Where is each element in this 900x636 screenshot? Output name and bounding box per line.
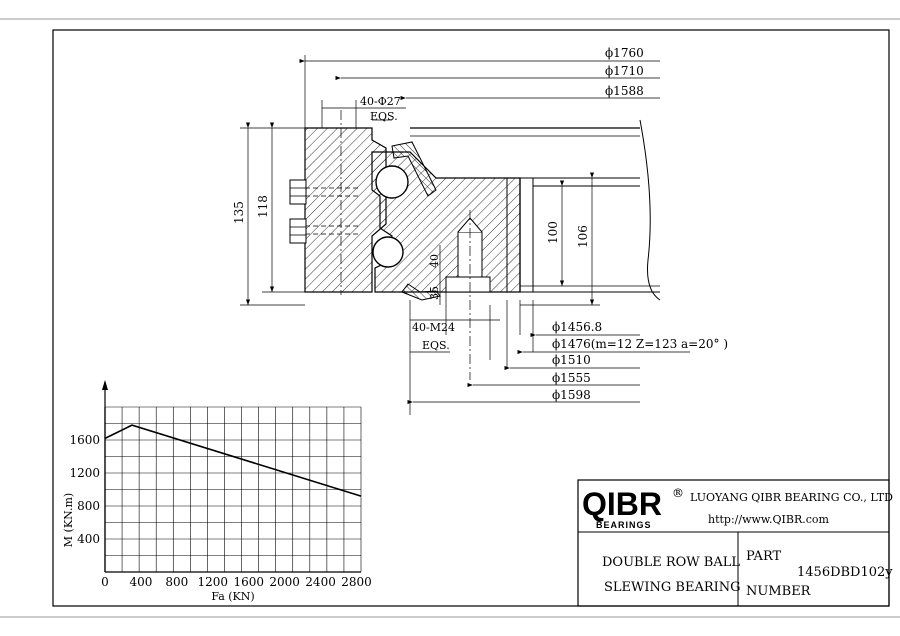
company-logo: QIBR bbox=[582, 486, 662, 522]
x-tick-label: 0 bbox=[101, 575, 109, 589]
registered-mark: ® bbox=[672, 486, 684, 500]
dim-height-100: 100 bbox=[546, 221, 560, 244]
nut-lower bbox=[289, 218, 307, 244]
product-line-1: DOUBLE ROW BALL bbox=[602, 555, 740, 570]
title-block: QIBR ® BEARINGS LUOYANG QIBR BEARING CO.… bbox=[577, 479, 893, 607]
y-tick-label: 400 bbox=[77, 532, 100, 546]
dim-inner-holes-eqs: EQS. bbox=[422, 339, 450, 352]
x-tick-label: 1200 bbox=[198, 575, 229, 589]
upper-ball bbox=[375, 165, 409, 199]
inner-ring bbox=[371, 151, 521, 293]
dim-height-106: 106 bbox=[576, 225, 590, 248]
product-line-2: SLEWING BEARING bbox=[604, 580, 741, 595]
x-tick-label: 2400 bbox=[305, 575, 336, 589]
drawing-frame bbox=[52, 29, 890, 607]
capacity-curve bbox=[104, 424, 362, 497]
dim-outer-holes-eqs: EQS. bbox=[370, 110, 398, 123]
company-name: LUOYANG QIBR BEARING CO., LTD bbox=[690, 491, 893, 504]
y-tick-label: 1600 bbox=[69, 433, 100, 447]
dim-height-118: 118 bbox=[256, 195, 270, 218]
dim-height-135: 135 bbox=[232, 201, 246, 224]
dimension-lines bbox=[240, 55, 690, 415]
logo-subtitle: BEARINGS bbox=[596, 520, 652, 530]
y-tick-label: 800 bbox=[77, 499, 100, 513]
dim-id-1588: ϕ1588 bbox=[605, 84, 644, 98]
bottom-seal bbox=[401, 283, 441, 301]
dim-1456-8: ϕ1456.8 bbox=[552, 320, 602, 334]
x-tick-label: 1600 bbox=[233, 575, 264, 589]
dim-1510: ϕ1510 bbox=[552, 353, 591, 367]
part-label-2: NUMBER bbox=[746, 584, 812, 599]
load-chart: 0 400 800 1200 1600 2000 2400 2800 400 800 1200 160… bbox=[62, 380, 372, 603]
company-website: http://www.QIBR.com bbox=[708, 513, 830, 526]
lower-ball bbox=[372, 236, 404, 268]
dim-35: 35 bbox=[428, 286, 441, 300]
dim-gear-1476: ϕ1476(m=12 Z=123 a=20° ) bbox=[552, 337, 728, 351]
dim-bc-1710: ϕ1710 bbox=[605, 64, 644, 78]
dim-od-1760: ϕ1760 bbox=[605, 46, 644, 60]
bearing-cross-section bbox=[289, 110, 661, 380]
y-axis-arrow bbox=[102, 380, 108, 390]
top-seal bbox=[391, 141, 437, 197]
x-tick-label: 2800 bbox=[341, 575, 372, 589]
x-tick-label: 400 bbox=[129, 575, 152, 589]
dim-inner-holes: 40-M24 bbox=[412, 321, 455, 334]
dim-1598: ϕ1598 bbox=[552, 388, 591, 402]
dim-40: 40 bbox=[428, 254, 441, 268]
y-axis-label: M (KN.m) bbox=[62, 493, 75, 547]
dim-outer-holes: 40-Φ27 bbox=[360, 95, 401, 108]
y-tick-label: 1200 bbox=[69, 466, 100, 480]
nut-upper bbox=[289, 179, 307, 205]
x-axis-label: Fa (KN) bbox=[211, 590, 254, 603]
part-label-1: PART bbox=[746, 549, 782, 564]
dim-1555: ϕ1555 bbox=[552, 371, 591, 385]
x-tick-label: 800 bbox=[165, 575, 188, 589]
part-number: 1456DBD102y bbox=[797, 565, 893, 580]
x-tick-label: 2000 bbox=[269, 575, 300, 589]
